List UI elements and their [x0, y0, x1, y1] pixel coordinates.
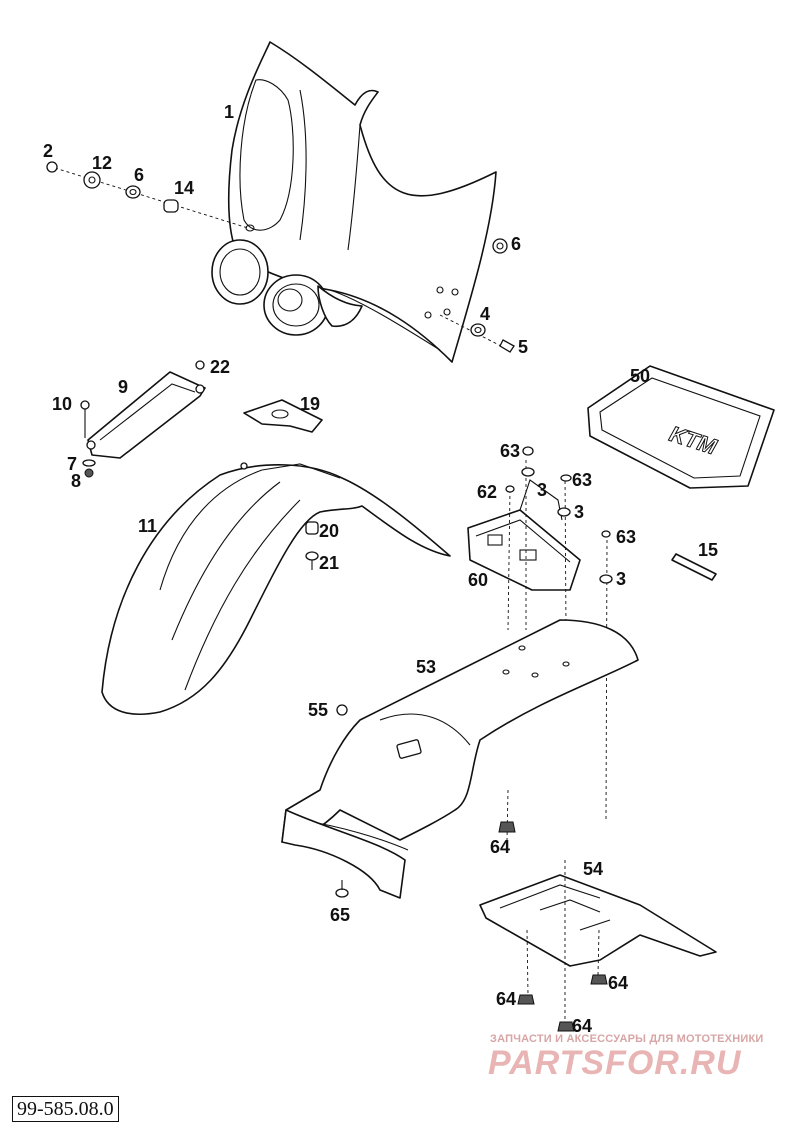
callout-3: 3: [574, 502, 584, 522]
rear-fender: [281, 619, 639, 899]
rod: [671, 553, 717, 581]
callout-64: 64: [608, 973, 628, 993]
callout-22: 22: [210, 357, 230, 377]
callout-6: 6: [134, 165, 144, 185]
diagram-code: 99-585.08.0: [12, 1096, 119, 1122]
mounting-plate: [243, 399, 323, 433]
callout-4: 4: [480, 304, 490, 324]
fender-nut: [305, 521, 319, 535]
callout-64: 64: [572, 1016, 592, 1036]
callout-labels: 1 2 12 6 14 6 4 5 9 22 10 19 7 8 50 63 6…: [43, 102, 718, 1036]
mudflap-nut-bottom: [557, 1021, 575, 1032]
callout-63: 63: [572, 470, 592, 490]
front-fender: [101, 462, 451, 715]
callout-3: 3: [537, 480, 547, 500]
rear-fender-screw: [335, 880, 349, 898]
callout-64: 64: [496, 989, 516, 1009]
watermark-tagline: ЗАПЧАСТИ И АКСЕССУАРЫ ДЛЯ МОТОТЕХНИКИ: [490, 1033, 764, 1045]
callout-64: 64: [490, 837, 510, 857]
rear-fender-nut: [498, 821, 516, 833]
callout-62: 62: [477, 482, 497, 502]
callout-63: 63: [616, 527, 636, 547]
callout-10: 10: [52, 394, 72, 414]
callout-54: 54: [583, 859, 603, 879]
callout-21: 21: [319, 553, 339, 573]
callout-55: 55: [308, 700, 328, 720]
callout-20: 20: [319, 521, 339, 541]
number-plate: KTM: [587, 365, 775, 489]
callout-6: 6: [511, 234, 521, 254]
callout-14: 14: [174, 178, 194, 198]
callout-5: 5: [518, 337, 528, 357]
fender-screw: [305, 551, 319, 570]
callout-3: 3: [616, 569, 626, 589]
callout-19: 19: [300, 394, 320, 414]
mudflap: [479, 860, 717, 1020]
watermark-logo: PARTSFOR.RU: [488, 1044, 742, 1082]
callout-65: 65: [330, 905, 350, 925]
callout-50: 50: [630, 366, 650, 386]
callout-63: 63: [500, 441, 520, 461]
callout-60: 60: [468, 570, 488, 590]
callout-11: 11: [138, 516, 157, 536]
mudflap-nut-left: [517, 994, 535, 1005]
callout-2: 2: [43, 141, 53, 161]
callout-53: 53: [416, 657, 436, 677]
rear-bracket: [467, 446, 613, 841]
mask-mounting-hardware: [46, 161, 515, 353]
callout-15: 15: [698, 540, 718, 560]
callout-12: 12: [92, 153, 112, 173]
mask-bracket: [80, 360, 206, 478]
callout-8: 8: [71, 471, 81, 491]
headlight-mask: [211, 41, 497, 363]
mudflap-nut-right: [590, 974, 608, 985]
callout-1: 1: [224, 102, 234, 122]
callout-7: 7: [67, 454, 77, 474]
callout-9: 9: [118, 377, 128, 397]
grommet: [336, 704, 348, 716]
